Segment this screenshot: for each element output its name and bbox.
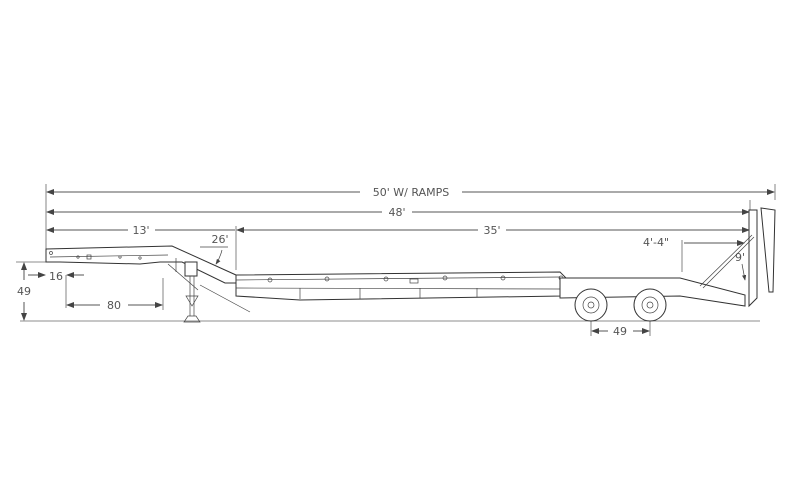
dim-ramp-angle: 9' xyxy=(735,251,747,281)
axle-wheels xyxy=(574,288,667,322)
svg-text:49: 49 xyxy=(613,325,627,338)
landing-gear xyxy=(183,261,201,323)
svg-text:48': 48' xyxy=(388,206,405,219)
svg-text:80: 80 xyxy=(107,299,121,312)
svg-text:26': 26' xyxy=(211,233,228,246)
dim-front-overhang: 16 xyxy=(28,270,84,308)
dim-ramp-length: 4'-4" xyxy=(643,236,745,249)
svg-text:4'-4": 4'-4" xyxy=(643,236,669,249)
dim-overall: 48' xyxy=(46,206,750,219)
dim-gooseneck-length: 13' xyxy=(46,224,235,237)
dim-kingpin-to-landing-gear: 80 xyxy=(66,278,164,312)
dim-gooseneck-angle: 26' xyxy=(200,233,229,265)
dim-front-height: 49 xyxy=(16,261,46,321)
gooseneck xyxy=(45,245,251,313)
main-deck xyxy=(235,271,573,301)
svg-text:50' W/ RAMPS: 50' W/ RAMPS xyxy=(373,186,449,199)
svg-text:9': 9' xyxy=(735,251,745,264)
svg-text:49: 49 xyxy=(17,285,31,298)
svg-text:16: 16 xyxy=(49,270,63,283)
svg-text:35': 35' xyxy=(483,224,500,237)
dim-deck-length: 35' xyxy=(236,224,750,237)
ramps xyxy=(699,207,776,308)
dim-overall-with-ramps: 50' W/ RAMPS xyxy=(46,186,775,199)
svg-text:13': 13' xyxy=(132,224,149,237)
